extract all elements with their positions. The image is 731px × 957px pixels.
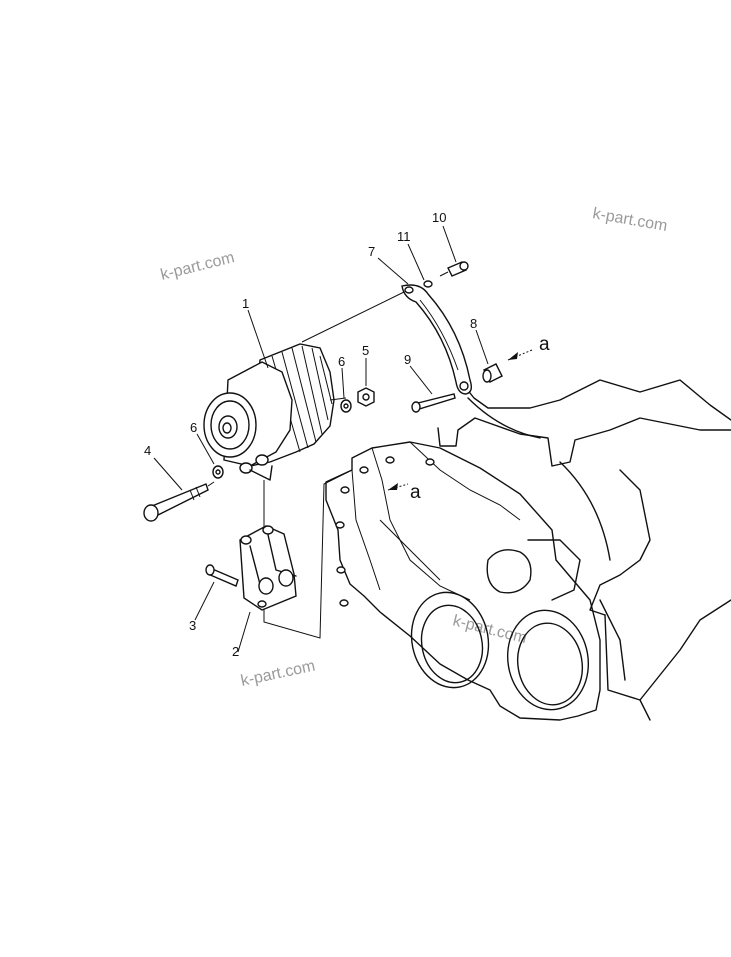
watermark: k-part.com bbox=[239, 658, 316, 690]
gear-case bbox=[325, 441, 601, 721]
callout-6-lower: 6 bbox=[190, 420, 197, 435]
arrow-a-lower bbox=[387, 483, 409, 491]
label-a-upper: a bbox=[539, 334, 550, 355]
bolt-3 bbox=[205, 564, 239, 587]
bolt-4 bbox=[143, 481, 215, 522]
alignment-line bbox=[329, 397, 347, 401]
bolt-10 bbox=[439, 261, 469, 277]
callout-2: 2 bbox=[232, 644, 239, 659]
callout-8: 8 bbox=[470, 316, 477, 331]
callout-5: 5 bbox=[362, 343, 369, 358]
alignment-line bbox=[301, 291, 405, 343]
callout-4: 4 bbox=[144, 443, 151, 458]
callout-1: 1 bbox=[242, 296, 249, 311]
watermark: k-part.com bbox=[451, 612, 528, 647]
callout-10: 10 bbox=[432, 210, 446, 225]
washer-11 bbox=[423, 280, 433, 288]
callout-9: 9 bbox=[404, 352, 411, 367]
nut-5 bbox=[357, 387, 375, 407]
callout-11: 11 bbox=[397, 229, 411, 244]
bracket-2 bbox=[239, 525, 297, 611]
bolt-9 bbox=[411, 393, 456, 413]
watermark: k-part.com bbox=[591, 205, 668, 235]
washer-6-lower bbox=[212, 465, 224, 479]
washer-6-upper bbox=[340, 399, 352, 413]
alternator bbox=[203, 343, 335, 481]
adjusting-brace bbox=[401, 284, 473, 395]
leader-lines bbox=[153, 225, 489, 653]
callout-3: 3 bbox=[189, 618, 196, 633]
spacer-8 bbox=[482, 363, 503, 383]
callout-7: 7 bbox=[368, 244, 375, 259]
watermark: k-part.com bbox=[159, 249, 236, 284]
label-a-lower: a bbox=[410, 482, 421, 503]
arrow-a-upper bbox=[507, 349, 533, 361]
callout-6-upper: 6 bbox=[338, 354, 345, 369]
engine-block bbox=[437, 377, 731, 721]
